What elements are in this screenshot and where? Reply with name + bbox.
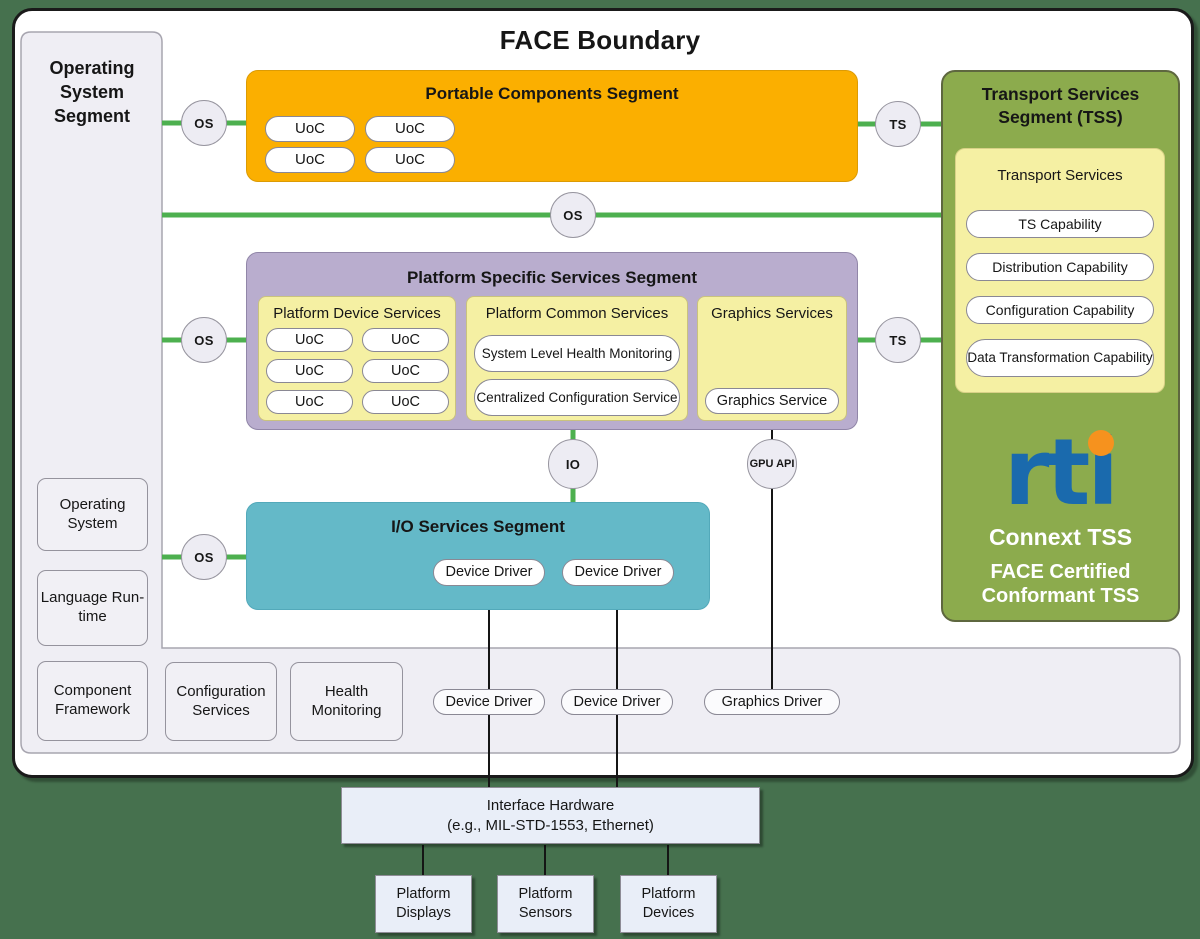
configuration-services-box: Configuration Services (165, 662, 277, 741)
distribution-capability-pill: Distribution Capability (966, 253, 1154, 281)
face-certified-label: FACE Certified Conformant TSS (981, 561, 1140, 607)
operating-system-box: Operating System (37, 478, 148, 551)
uoc-pill: UoC (265, 147, 355, 173)
io-services-title: I/O Services Segment (391, 517, 565, 536)
device-driver-pill: Device Driver (562, 559, 674, 586)
graphics-driver-pill: Graphics Driver (704, 689, 840, 715)
uoc-pill: UoC (362, 390, 449, 414)
platform-common-services-title: Platform Common Services (485, 304, 669, 322)
os-connector: OS (181, 317, 227, 363)
connext-tss-label: Connext TSS (988, 523, 1133, 550)
device-driver-pill: Device Driver (561, 689, 673, 715)
portable-components-title: Portable Components Segment (425, 84, 679, 103)
graphics-services-title: Graphics Services (711, 304, 833, 322)
io-services-segment (246, 502, 710, 610)
page-title: FACE Boundary (499, 24, 701, 55)
uoc-pill: UoC (266, 328, 353, 352)
os-connector: OS (550, 192, 596, 238)
io-connector: IO (548, 439, 598, 489)
platform-displays-box: Platform Displays (375, 875, 472, 933)
uoc-pill: UoC (265, 116, 355, 142)
configuration-capability-pill: Configuration Capability (966, 296, 1154, 324)
system-level-health-monitoring-pill: System Level Health Monitoring (474, 335, 680, 372)
platform-device-services-title: Platform Device Services (273, 304, 441, 322)
uoc-pill: UoC (266, 359, 353, 383)
platform-devices-box: Platform Devices (620, 875, 717, 933)
graphics-service-pill: Graphics Service (705, 388, 839, 414)
health-monitoring-box: Health Monitoring (290, 662, 403, 741)
gpu-api-connector: GPU API (747, 439, 797, 489)
ts-connector: TS (875, 101, 921, 147)
tss-title: Transport Services Segment (TSS) (981, 84, 1140, 127)
interface-hardware-line2: (e.g., MIL-STD-1553, Ethernet) (447, 816, 654, 834)
ts-connector: TS (875, 317, 921, 363)
device-driver-pill: Device Driver (433, 559, 545, 586)
uoc-pill: UoC (365, 116, 455, 142)
platform-sensors-box: Platform Sensors (497, 875, 594, 933)
os-connector: OS (181, 100, 227, 146)
ts-capability-pill: TS Capability (966, 210, 1154, 238)
uoc-pill: UoC (362, 359, 449, 383)
centralized-configuration-service-pill: Centralized Configuration Service (474, 379, 680, 416)
uoc-pill: UoC (266, 390, 353, 414)
device-driver-pill: Device Driver (433, 689, 545, 715)
uoc-pill: UoC (365, 147, 455, 173)
os-segment-title: Operating System Segment (49, 58, 135, 126)
uoc-pill: UoC (362, 328, 449, 352)
os-connector: OS (181, 534, 227, 580)
transport-services-title: Transport Services (997, 166, 1123, 184)
rti-logo-dot-icon (1088, 430, 1114, 456)
interface-hardware-line1: Interface Hardware (486, 797, 615, 814)
component-framework-box: Component Framework (37, 661, 148, 741)
data-transformation-capability-pill: Data Transformation Capability (966, 339, 1154, 377)
interface-hardware-box: Interface Hardware (e.g., MIL-STD-1553, … (341, 787, 760, 844)
platform-specific-title: Platform Specific Services Segment (406, 268, 698, 287)
language-runtime-box: Language Run-time (37, 570, 148, 646)
